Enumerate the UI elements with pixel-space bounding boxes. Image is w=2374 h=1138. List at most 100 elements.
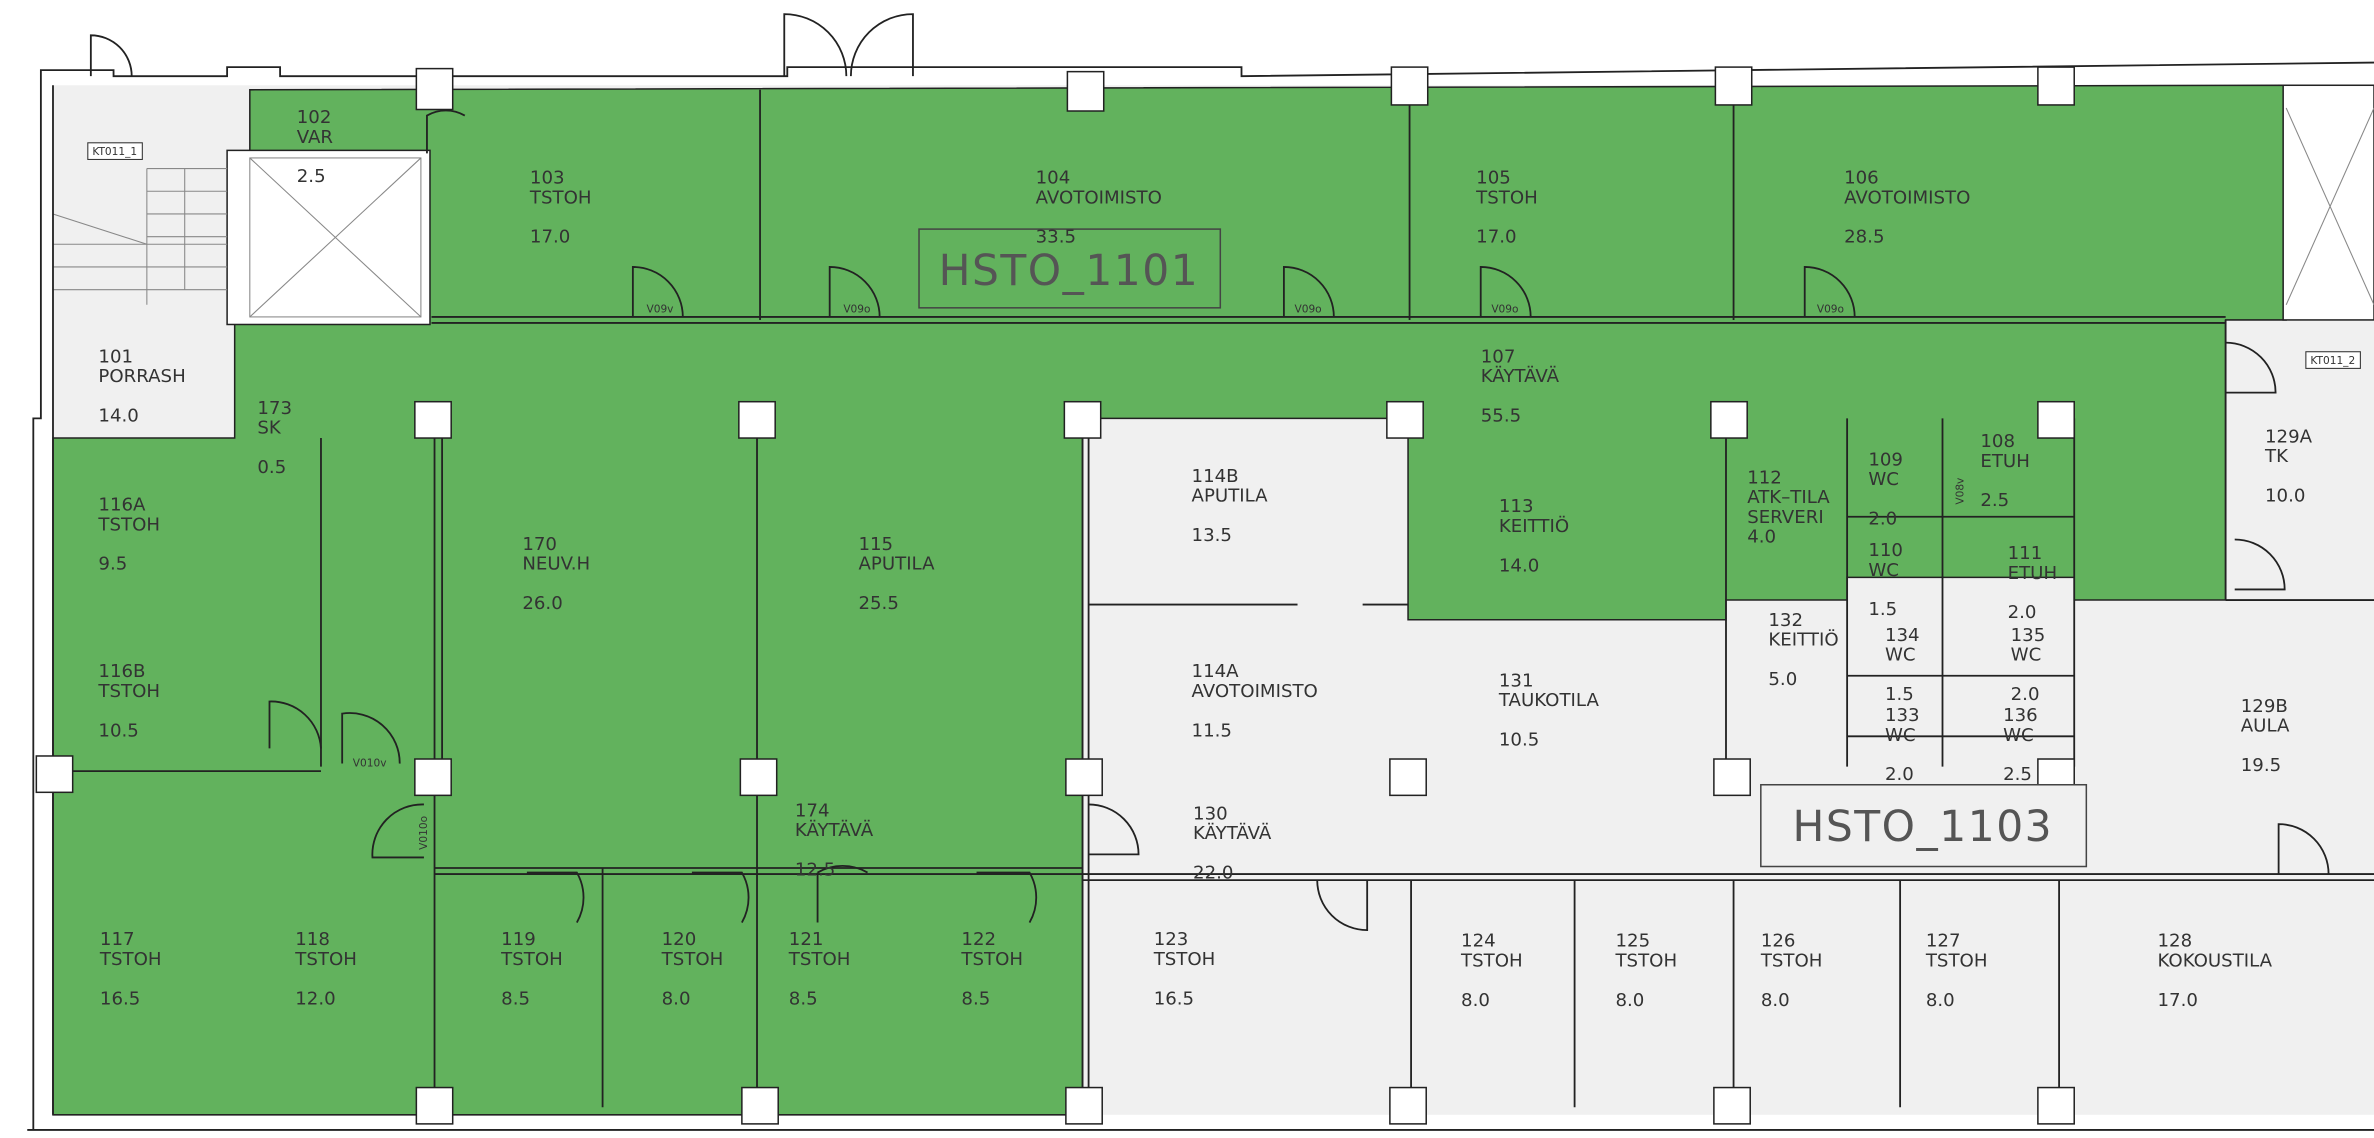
zone-label-hsto-1103[interactable]: HSTO_1103 (1760, 783, 2088, 868)
room-name: KEITTIÖ (1768, 628, 1838, 650)
room-no: 112 (1747, 467, 1782, 488)
room-name: WC (1868, 469, 1899, 490)
room-area: 22.0 (1193, 863, 1233, 884)
room-area: 10.5 (1499, 729, 1539, 750)
room-no: 111 (2008, 543, 2043, 564)
room-name: PORRASH (98, 366, 185, 387)
room-no: 130 (1193, 804, 1228, 825)
room-area: 13.5 (1192, 525, 1232, 546)
room-area: 14.0 (1499, 555, 1539, 576)
room-no: 133 (1885, 705, 1920, 726)
room-no: 129B (2241, 696, 2288, 717)
room-no: 114A (1192, 661, 1240, 682)
room-name: KOKOUSTILA (2157, 950, 2272, 971)
room-no: 115 (858, 534, 893, 555)
door-tags: V09v V09o V09o V09o V09o V010v V010o V08… (353, 303, 1967, 849)
room-no: 110 (1868, 540, 1903, 561)
zone-label-hsto-1101[interactable]: HSTO_1101 (918, 228, 1222, 309)
room-name: ETUH (2008, 563, 2058, 584)
room-no: 136 (2003, 705, 2038, 726)
room-area: 2.0 (1885, 764, 1914, 785)
room-area: 8.0 (662, 988, 691, 1009)
room-name: WC (2003, 725, 2034, 746)
room-area: 1.5 (1868, 599, 1897, 620)
room-area: 8.5 (501, 988, 530, 1009)
room-no: 108 (1980, 431, 2015, 452)
room-area: 8.5 (961, 988, 990, 1009)
room-no: 119 (501, 929, 536, 950)
room-no: 107 (1481, 346, 1516, 367)
svg-text:V010o: V010o (418, 816, 430, 850)
room-name: TSTOH (1153, 949, 1216, 970)
room-name: TSTOH (99, 949, 162, 970)
room-no: 116A (98, 495, 146, 516)
room-name: WC (2011, 645, 2042, 666)
room-no: 173 (257, 398, 292, 419)
room-area: 5.0 (1768, 669, 1797, 690)
room-no: 126 (1761, 931, 1796, 952)
room-name: TSTOH (1475, 187, 1538, 208)
room-name: NEUV.H (522, 554, 590, 575)
svg-text:V09o: V09o (1294, 303, 1321, 315)
room-name: WC (1868, 560, 1899, 581)
room-name: TSTOH (97, 514, 160, 535)
room-area: 28.5 (1844, 227, 1884, 248)
room-area: 4.0 (1747, 527, 1776, 548)
room-area: 12.5 (795, 860, 835, 881)
room-no: 132 (1768, 610, 1803, 631)
room-name: SERVERI (1747, 507, 1823, 528)
room-area: 2.0 (2008, 602, 2037, 623)
svg-text:HSTO_1103: HSTO_1103 (1792, 802, 2053, 851)
room-no: 120 (662, 929, 697, 950)
room-area: 17.0 (1476, 227, 1516, 248)
room-no: 125 (1615, 931, 1650, 952)
room-area: 8.0 (1926, 990, 1955, 1011)
room-no: 131 (1499, 670, 1534, 691)
room-no: 123 (1154, 929, 1189, 950)
